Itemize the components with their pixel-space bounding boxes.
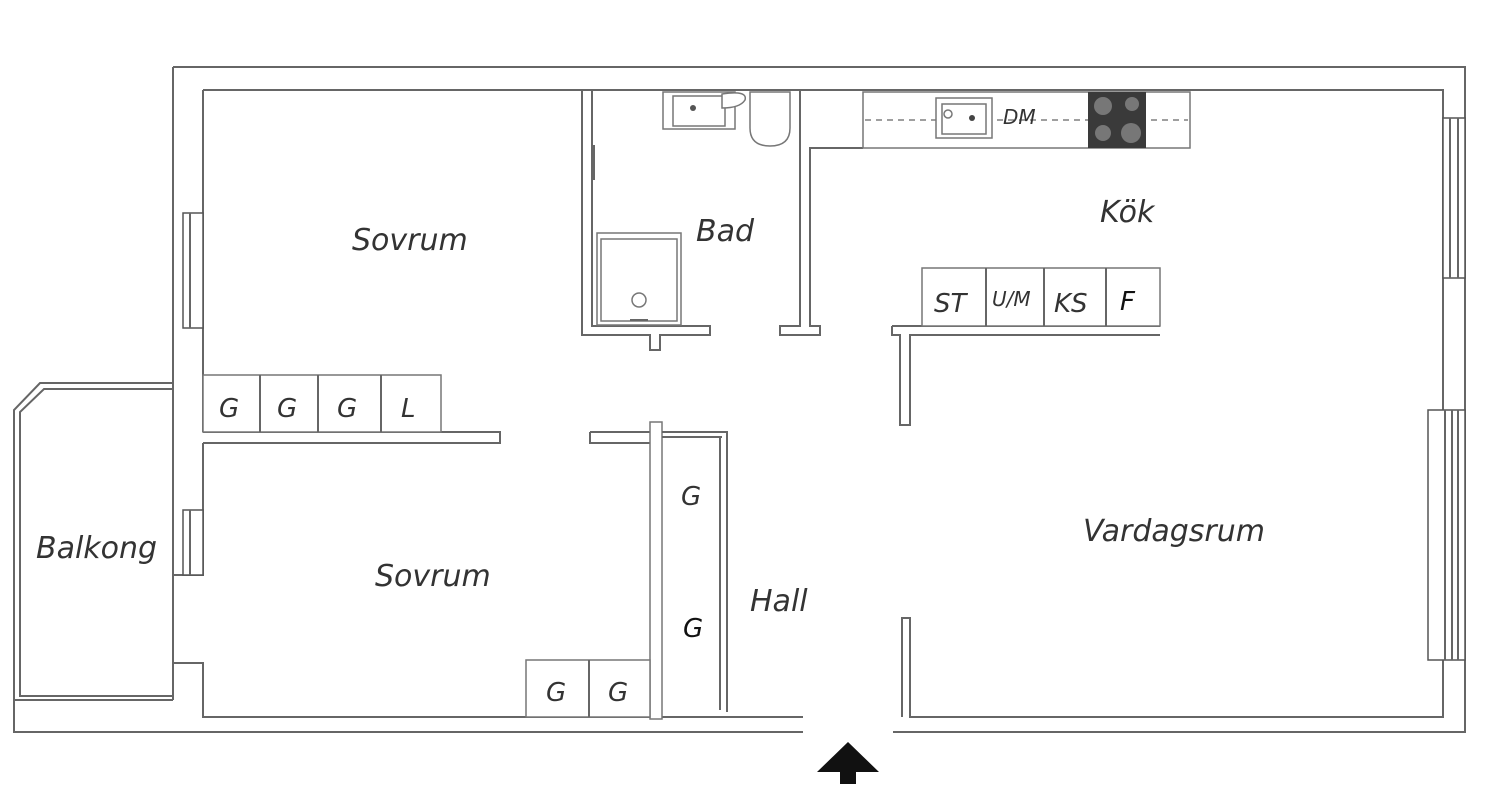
wardrobe-label: G xyxy=(546,678,566,708)
bedroom-wardrobes xyxy=(202,374,442,433)
linen-closet-label: L xyxy=(401,394,416,424)
wardrobe-label: G xyxy=(337,394,357,424)
entrance-arrow-icon xyxy=(817,742,879,784)
freezer-label: F xyxy=(1120,287,1136,317)
storage-label: ST xyxy=(934,289,969,319)
oven-microwave-label: U/M xyxy=(992,287,1031,311)
dishwasher-label: DM xyxy=(1003,105,1036,129)
room-label-bedroom-1: Sovrum xyxy=(352,223,468,258)
windows xyxy=(182,117,1466,661)
room-label-hall: Hall xyxy=(750,584,808,619)
outer-walls xyxy=(13,66,1466,733)
kitchen-counter xyxy=(862,91,1191,149)
balcony xyxy=(13,382,173,701)
room-label-bedroom-2: Sovrum xyxy=(375,559,491,594)
bathroom-fixtures xyxy=(593,91,791,326)
room-label-bathroom: Bad xyxy=(696,214,755,249)
wardrobe-label: G xyxy=(681,482,701,512)
wardrobe-label: G xyxy=(219,394,239,424)
bedroom-2-wardrobes xyxy=(525,659,651,718)
room-label-living-room: Vardagsrum xyxy=(1083,514,1265,549)
room-label-balcony: Balkong xyxy=(36,531,157,566)
wardrobe-label: G xyxy=(683,614,703,644)
room-label-kitchen: Kök xyxy=(1100,195,1156,230)
wardrobe-label: G xyxy=(608,678,628,708)
toilet-icon xyxy=(749,91,791,147)
kitchen-cabinets xyxy=(921,267,1161,327)
wardrobe-label: G xyxy=(277,394,297,424)
fridge-freezer-label: KS xyxy=(1054,289,1088,319)
